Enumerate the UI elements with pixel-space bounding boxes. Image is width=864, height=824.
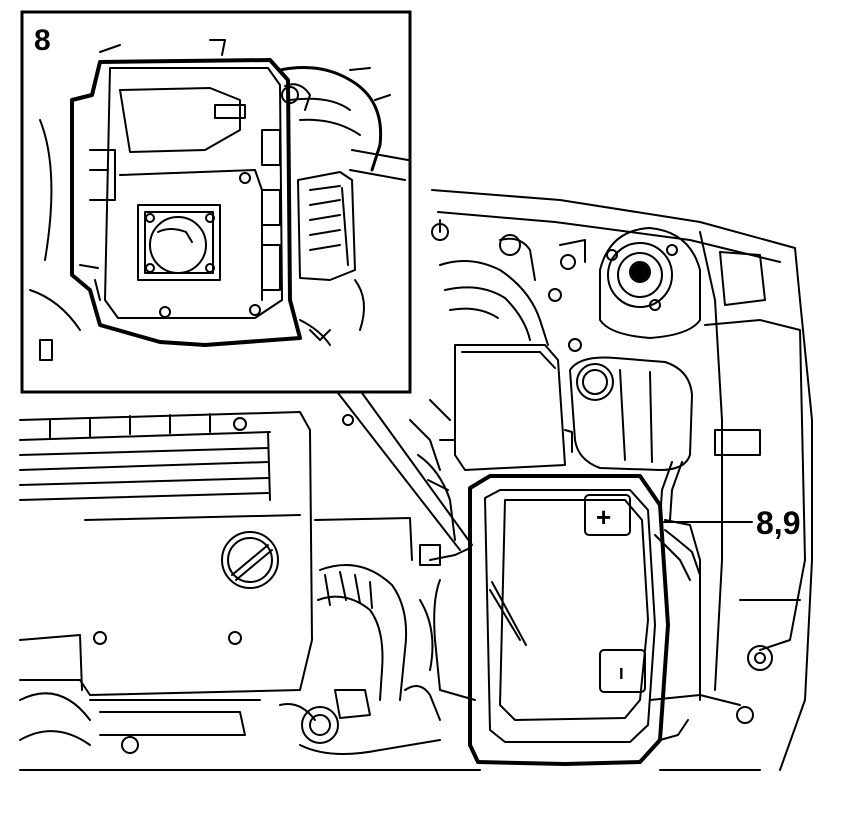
inset-step-label: 8 xyxy=(34,24,51,57)
hose-bundle-upper xyxy=(431,219,586,352)
inset-pointer xyxy=(337,392,473,551)
battery-negative-terminal-cover xyxy=(599,649,646,693)
battery xyxy=(468,474,670,766)
inset-fuse-block xyxy=(297,171,356,281)
intake-hose xyxy=(314,517,434,701)
oil-filler-cap xyxy=(221,531,279,589)
connector-lower xyxy=(19,685,761,771)
cam-cover xyxy=(19,411,313,696)
vent-hose xyxy=(654,461,701,581)
engine-lower-left xyxy=(19,634,316,754)
hoses-middle xyxy=(342,399,456,541)
strut-tower xyxy=(599,227,701,339)
battery-tray xyxy=(419,519,701,746)
battery-positive-terminal-cover xyxy=(584,494,631,536)
inset-detail xyxy=(20,10,412,394)
control-unit-box xyxy=(439,344,573,471)
battery-plus-symbol: + xyxy=(596,502,611,532)
battery-minus-symbol: − xyxy=(609,667,634,680)
inset-vent-cap xyxy=(137,204,221,281)
callout-label: 8,9 xyxy=(756,505,800,541)
coolant-reservoir xyxy=(569,356,693,471)
fender-panel xyxy=(431,189,813,771)
